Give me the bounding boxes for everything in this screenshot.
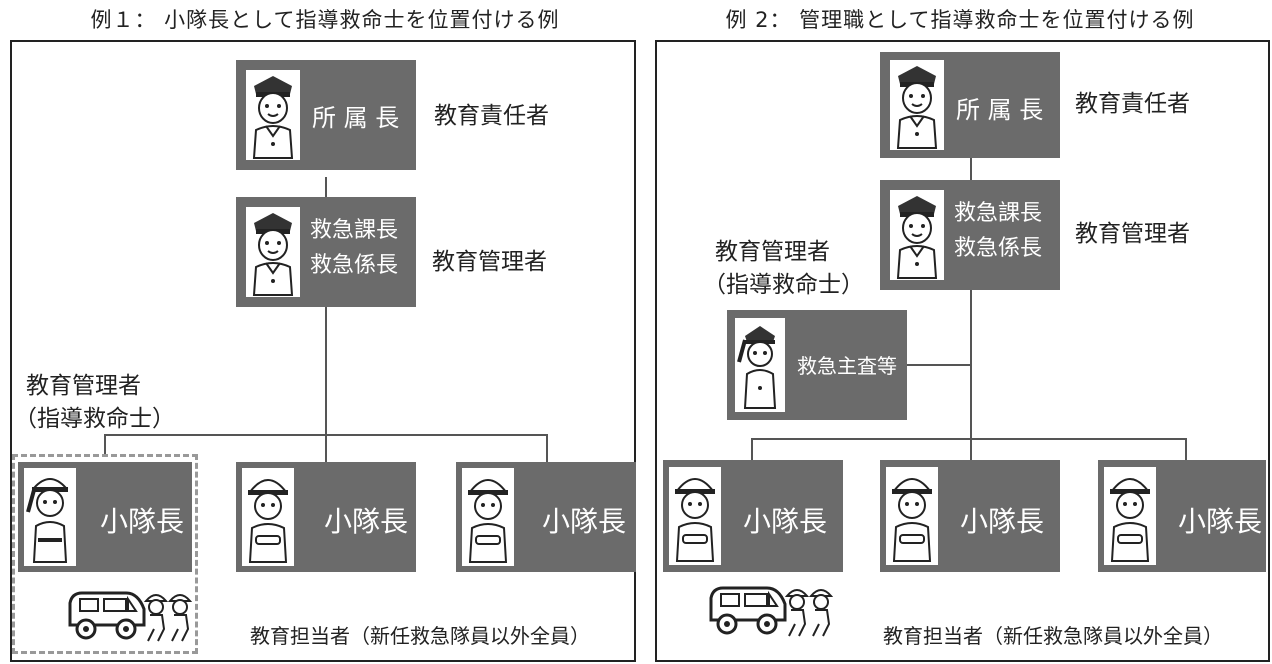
connector-line (546, 434, 548, 462)
squad-leader-label: 小隊長 (324, 505, 409, 538)
helmet-rescuer-icon (462, 468, 514, 566)
manager-label: 教育管理者 (432, 249, 547, 275)
staff-label: 教育担当者（新任救急隊員以外全員） (883, 624, 1223, 648)
squad-leader-label: 小隊長 (100, 505, 185, 538)
officer-icon (890, 190, 944, 280)
connector-line (104, 434, 106, 454)
connector-line (907, 364, 971, 366)
right-panel-title: 例 2： 管理職として指導救命士を位置付ける例 (725, 8, 1195, 32)
ambulance-icon (707, 582, 789, 638)
helmet-rescuer-icon (886, 467, 938, 565)
squad-leader-box: 小隊長 (663, 460, 843, 572)
manager-label: 教育管理者 (1075, 221, 1190, 247)
chief-box: 所 属 長 (236, 60, 416, 170)
connector-line (751, 438, 1187, 440)
connector-line (325, 177, 327, 197)
manager-role-1: 救急課長 (954, 201, 1043, 226)
helmet-rescuer-icon (669, 467, 721, 565)
connector-line (751, 438, 753, 460)
squad-leader-label: 小隊長 (743, 505, 828, 538)
side-label-line-2: （指導救命士） (703, 272, 864, 299)
side-label-line-2: （指導救命士） (14, 406, 175, 433)
connector-line (970, 290, 972, 438)
officer-icon (246, 70, 300, 160)
connector-line (970, 158, 972, 180)
officer-icon (890, 60, 944, 150)
squad-leader-box: 小隊長 (1098, 460, 1266, 572)
side-label-group: 教育管理者 （指導救命士） (14, 370, 175, 437)
left-panel-title: 例１： 小隊長として指導救命士を位置付ける例 (90, 8, 560, 32)
manager-role-1: 救急課長 (310, 218, 399, 243)
connector-line (970, 438, 972, 460)
squad-leader-label: 小隊長 (960, 505, 1045, 538)
staff-label: 教育担当者（新任救急隊員以外全員） (250, 624, 590, 648)
left-panel: 所 属 長 教育責任者 救急課長 救急係長 教育管理者 教育管理者 （指導救命士… (10, 40, 636, 662)
ambulance-icon (66, 587, 148, 643)
chief-label: 教育責任者 (434, 103, 549, 129)
right-panel: 所 属 長 教育責任者 救急課長 救急係長 教育管理者 教育管理者 （指導救命士… (655, 40, 1270, 662)
connector-line (1185, 438, 1187, 460)
inspector-box: 救急主査等 (727, 310, 907, 420)
chief-label: 教育責任者 (1075, 91, 1190, 117)
helmet-rescuer-icon (242, 468, 294, 566)
chief-role: 所 属 長 (312, 104, 400, 132)
manager-box: 救急課長 救急係長 (236, 197, 416, 307)
chief-role: 所 属 長 (956, 96, 1044, 124)
manager-roles: 救急課長 救急係長 (310, 213, 398, 283)
side-label-group: 教育管理者 （指導救命士） (703, 236, 864, 303)
manager-role-2: 救急係長 (954, 236, 1043, 262)
instructor-highlight (12, 454, 198, 654)
squad-leader-box: 小隊長 (456, 462, 636, 572)
connector-line (325, 307, 327, 435)
side-label-line-1: 教育管理者 (26, 373, 141, 399)
manager-role-2: 救急係長 (310, 253, 399, 279)
squad-leader-box: 小隊長 (236, 462, 416, 572)
squad-leader-label: 小隊長 (542, 505, 627, 538)
side-label-line-1: 教育管理者 (715, 239, 830, 265)
inspector-role: 救急主査等 (797, 354, 897, 378)
squad-leader-box: 小隊長 (880, 460, 1060, 572)
chief-box: 所 属 長 (880, 52, 1060, 158)
manager-box: 救急課長 救急係長 (880, 180, 1060, 290)
squad-leader-box: 小隊長 (18, 462, 192, 572)
manager-roles: 救急課長 救急係長 (954, 196, 1042, 266)
officer-icon (246, 207, 300, 297)
squad-leader-label: 小隊長 (1178, 505, 1263, 538)
salute-officer-icon (735, 318, 785, 412)
helmet-rescuer-icon (1104, 467, 1156, 565)
rescuers-running-icon (142, 587, 196, 643)
rescuers-running-icon (783, 582, 837, 638)
salute-officer-icon (24, 468, 76, 566)
connector-line (325, 434, 327, 462)
